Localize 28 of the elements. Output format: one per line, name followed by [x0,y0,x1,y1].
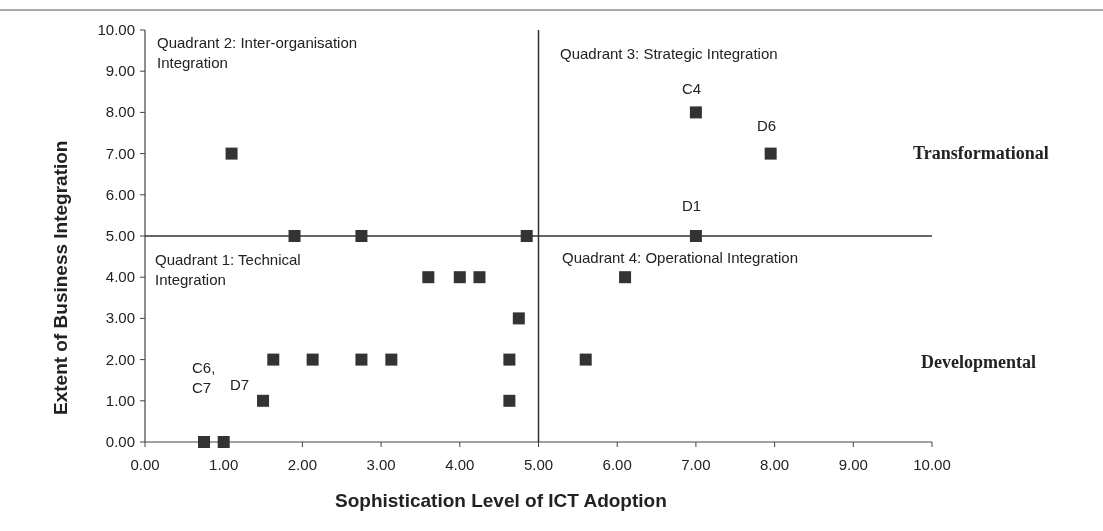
tick-label: 0.00 [104,433,135,450]
quadrant-label: Quadrant 2: Inter-organisation Integration [157,33,359,73]
tick-label: 8.00 [759,456,791,473]
axis-title: Extent of Business Integration [50,140,72,415]
quadrant-label: Quadrant 3: Strategic Integration [560,44,778,64]
tick-label: 8.00 [104,103,135,121]
category-label: Developmental [921,352,1036,372]
tick-label: 2.00 [286,456,318,473]
tick-label: 0.00 [129,456,161,473]
point-label: D1 [682,196,702,216]
tick-label: 6.00 [601,456,633,473]
tick-label: 10.00 [96,21,135,38]
point-label: D6 [757,116,777,136]
tick-label: 7.00 [680,456,712,473]
category-label: Transformational [913,143,1049,163]
tick-label: 9.00 [104,62,135,80]
tick-label: 10.00 [912,456,952,473]
axis-title: Sophistication Level of ICT Adoption [335,490,667,512]
quadrant-label: Quadrant 4: Operational Integration [562,248,798,268]
tick-label: 9.00 [837,456,869,473]
point-label: D7 [230,375,250,395]
tick-label: 1.00 [208,456,240,473]
tick-label: 3.00 [365,456,397,473]
quadrant-label: Quadrant 1: Technical Integration [155,250,302,290]
point-label: C6, C7 [192,358,217,398]
tick-label: 4.00 [444,456,476,473]
point-label: C4 [682,79,702,99]
tick-label: 5.00 [522,456,555,473]
